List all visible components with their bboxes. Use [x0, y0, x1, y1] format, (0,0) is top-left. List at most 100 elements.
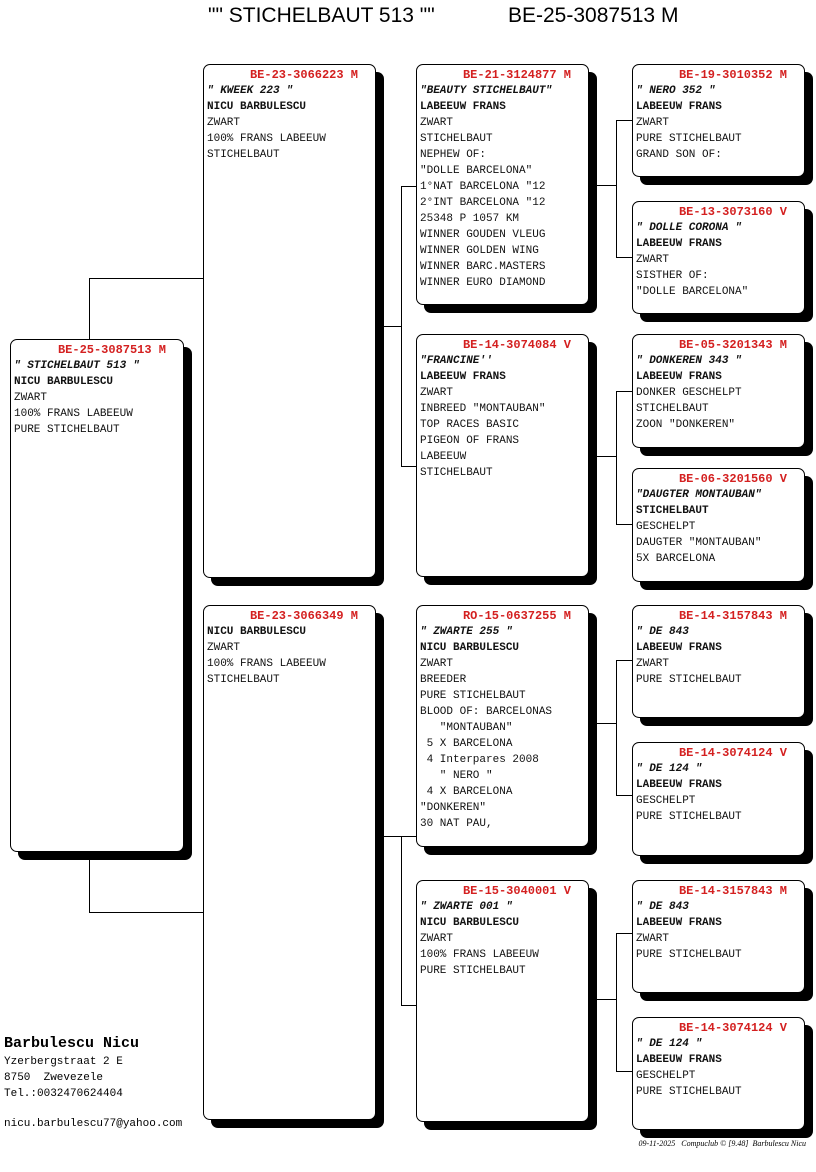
pigeon-name: " DE 124 " — [636, 1038, 703, 1050]
pigeon-info-line: STICHELBAUT — [207, 674, 280, 686]
pigeon-card-sds[interactable]: BE-05-3201343 M" DONKEREN 343 "LABEEUW F… — [632, 334, 805, 448]
pigeon-info-line: TOP RACES BASIC — [420, 419, 520, 431]
pigeon-info-line: LABEEUW — [420, 451, 467, 463]
pigeon-card-ds[interactable]: RO-15-0637255 M" ZWARTE 255 "NICU BARBUL… — [416, 605, 589, 847]
breeder-info: Barbulescu Nicu Yzerbergstraat 2 E 8750 … — [4, 1034, 182, 1132]
connector-line — [401, 186, 416, 187]
ring-number: BE-23-3066223 M — [249, 68, 358, 82]
footer: 09-11-2025 Compuclub © [9.48] Barbulescu… — [639, 1139, 806, 1148]
connector-line — [376, 326, 401, 327]
pigeon-info-line: PURE STICHELBAUT — [14, 424, 120, 436]
ring-number: BE-05-3201343 M — [678, 338, 787, 352]
pigeon-owner: LABEEUW FRANS — [636, 642, 722, 654]
pigeon-info-line: GESCHELPT — [636, 795, 696, 807]
pigeon-name: "DAUGTER MONTAUBAN" — [636, 489, 762, 501]
ring-number: BE-14-3157843 M — [678, 884, 787, 898]
pigeon-info-line: ZWART — [420, 387, 454, 399]
connector-line — [401, 1005, 416, 1006]
ring-number: RO-15-0637255 M — [462, 609, 571, 623]
pigeon-info-line: PURE STICHELBAUT — [636, 949, 742, 961]
connector-line — [616, 120, 617, 257]
connector-line — [589, 723, 616, 724]
connector-line — [89, 278, 203, 279]
pigeon-info-line: ZWART — [636, 658, 670, 670]
connector-line — [616, 660, 617, 795]
pigeon-owner: NICU BARBULESCU — [14, 376, 114, 388]
breeder-city: 8750 Zwevezele — [4, 1072, 104, 1084]
pigeon-card-ssd[interactable]: BE-13-3073160 V" DOLLE CORONA "LABEEUW F… — [632, 201, 805, 314]
pigeon-owner: LABEEUW FRANS — [420, 371, 506, 383]
pigeon-info-line: 4 Interpares 2008 — [420, 754, 539, 766]
pigeon-name: " ZWARTE 001 " — [420, 901, 513, 913]
connector-line — [401, 466, 416, 467]
breeder-email[interactable]: nicu.barbulescu77@yahoo.com — [4, 1118, 183, 1130]
pigeon-info-line: "DOLLE BARCELONA" — [636, 286, 749, 298]
pigeon-info-line: " NERO " — [420, 770, 493, 782]
connector-line — [401, 836, 402, 1006]
pigeon-info-line: BLOOD OF: BARCELONAS — [420, 706, 553, 718]
pigeon-card-sss[interactable]: BE-19-3010352 M" NERO 352 "LABEEUW FRANS… — [632, 64, 805, 177]
pigeon-info-line: INBREED "MONTAUBAN" — [420, 403, 546, 415]
ring-number: BE-15-3040001 V — [462, 884, 571, 898]
pigeon-info-line: ZWART — [207, 117, 241, 129]
pigeon-info-line: "DOLLE BARCELONA" — [420, 165, 533, 177]
pigeon-info-line: 4 X BARCELONA — [420, 786, 513, 798]
pigeon-info-line: STICHELBAUT — [420, 467, 493, 479]
pigeon-info-line: NEPHEW OF: — [420, 149, 487, 161]
pigeon-info-line: PURE STICHELBAUT — [636, 133, 742, 145]
pigeon-info-line: WINNER GOUDEN VLEUG — [420, 229, 546, 241]
footer-owner: Barbulescu Nicu — [752, 1139, 806, 1148]
pigeon-owner: LABEEUW FRANS — [636, 779, 722, 791]
pigeon-info-line: 5 X BARCELONA — [420, 738, 513, 750]
pigeon-info-line: PURE STICHELBAUT — [420, 965, 526, 977]
pigeon-info-line: GESCHELPT — [636, 1070, 696, 1082]
ring-number: BE-14-3157843 M — [678, 609, 787, 623]
ring-number: BE-14-3074084 V — [462, 338, 571, 352]
pigeon-card-ss[interactable]: BE-21-3124877 M"BEAUTY STICHELBAUT"LABEE… — [416, 64, 589, 305]
pigeon-owner: LABEEUW FRANS — [636, 101, 722, 113]
connector-line — [401, 186, 402, 466]
pigeon-owner: STICHELBAUT — [636, 505, 709, 517]
pigeon-card-dd[interactable]: BE-15-3040001 V " ZWARTE 001 " NICU BARBUL… — [416, 880, 589, 1122]
pigeon-info-line: PIGEON OF FRANS — [420, 435, 520, 447]
pigeon-info-line: DONKER GESCHELPT — [636, 387, 742, 399]
pigeon-info-line: WINNER BARC.MASTERS — [420, 261, 546, 273]
connector-line — [616, 391, 632, 392]
pigeon-name: " DOLLE CORONA " — [636, 222, 742, 234]
pigeon-info-line: 5X BARCELONA — [636, 553, 716, 565]
pigeon-card-main[interactable]: BE-25-3087513 M" STICHELBAUT 513 "NICU B… — [10, 339, 184, 852]
pigeon-info-line: ZWART — [636, 254, 670, 266]
pigeon-owner: LABEEUW FRANS — [636, 238, 722, 250]
pigeon-info-line: SISTHER OF: — [636, 270, 709, 282]
pigeon-info-line: GESCHELPT — [636, 521, 696, 533]
pigeon-info-line: PURE STICHELBAUT — [420, 690, 526, 702]
pigeon-name: " DE 124 " — [636, 763, 703, 775]
pigeon-info-line: STICHELBAUT — [420, 133, 493, 145]
pigeon-owner: NICU BARBULESCU — [207, 101, 307, 113]
pigeon-owner: NICU BARBULESCU — [420, 917, 520, 929]
pigeon-card-sire[interactable]: BE-23-3066223 M" KWEEK 223 "NICU BARBULE… — [203, 64, 376, 578]
connector-line — [401, 836, 416, 837]
pigeon-name: "BEAUTY STICHELBAUT" — [420, 85, 553, 97]
pigeon-owner: NICU BARBULESCU — [207, 626, 307, 638]
footer-software: Compuclub © [9.48] — [681, 1139, 749, 1148]
connector-line — [616, 795, 632, 796]
connector-line — [616, 524, 632, 525]
pigeon-name: " STICHELBAUT 513 " — [14, 360, 140, 372]
connector-line — [89, 852, 90, 912]
pigeon-info-line: GRAND SON OF: — [636, 149, 722, 161]
pigeon-info-line: WINNER GOLDEN WING — [420, 245, 539, 257]
pigeon-info-line: 100% FRANS LABEEUW — [207, 658, 326, 670]
footer-date: 09-11-2025 — [638, 1139, 676, 1148]
pigeon-card-sdd[interactable]: BE-06-3201560 V"DAUGTER MONTAUBAN"STICHE… — [632, 468, 805, 582]
pigeon-info-line: PURE STICHELBAUT — [636, 1086, 742, 1098]
pigeon-info-line: 100% FRANS LABEEUW — [420, 949, 539, 961]
pigeon-info-line: ZWART — [14, 392, 48, 404]
breeder-street: Yzerbergstraat 2 E — [4, 1056, 123, 1068]
